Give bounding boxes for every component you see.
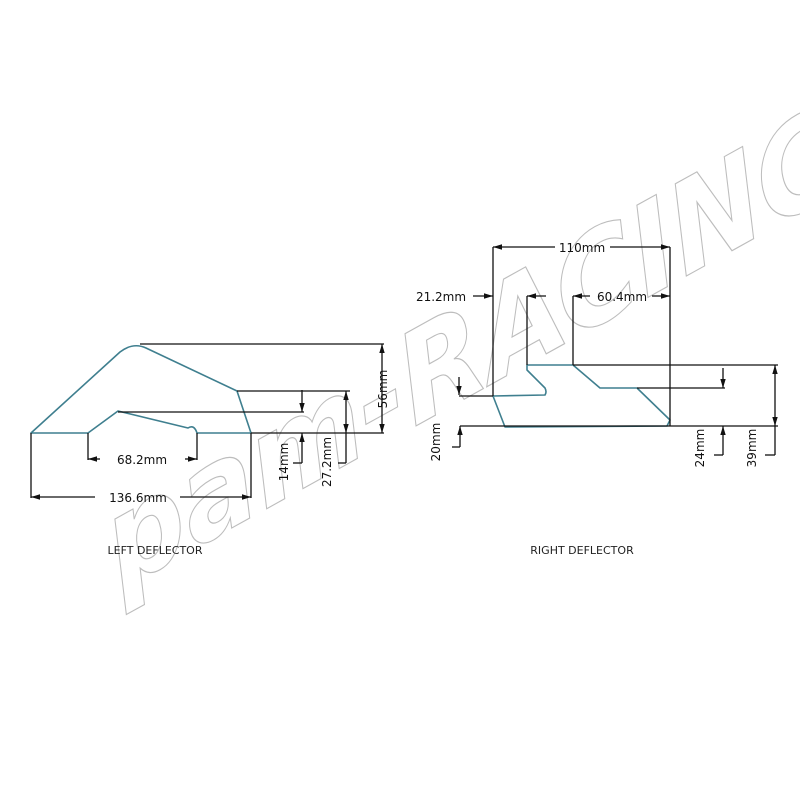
right-deflector-caption: RIGHT DEFLECTOR	[530, 544, 634, 557]
watermark-text: pam-RACING	[86, 76, 800, 619]
dim-68-2: 68.2mm	[117, 453, 167, 467]
right-deflector-outline	[492, 364, 671, 428]
left-deflector: 68.2mm 136.6mm 14mm 27.2mm 56mm LEFT DEF…	[30, 343, 390, 557]
dim-20: 20mm	[429, 423, 443, 462]
dim-21-2: 21.2mm	[416, 290, 466, 304]
dim-136-6: 136.6mm	[109, 491, 167, 505]
dim-39: 39mm	[745, 429, 759, 468]
right-dimension-lines	[452, 244, 778, 456]
left-deflector-caption: LEFT DEFLECTOR	[108, 544, 203, 557]
left-dimension-lines	[30, 343, 385, 500]
dim-14: 14mm	[277, 443, 291, 482]
dim-56: 56mm	[376, 370, 390, 409]
right-deflector: 110mm 21.2mm 60.4mm 20mm 24mm 39mm RIGHT…	[416, 241, 778, 557]
dim-110: 110mm	[559, 241, 605, 255]
dim-24: 24mm	[693, 429, 707, 468]
dim-27-2: 27.2mm	[320, 437, 334, 487]
left-deflector-outline	[30, 344, 252, 434]
dim-60-4: 60.4mm	[597, 290, 647, 304]
